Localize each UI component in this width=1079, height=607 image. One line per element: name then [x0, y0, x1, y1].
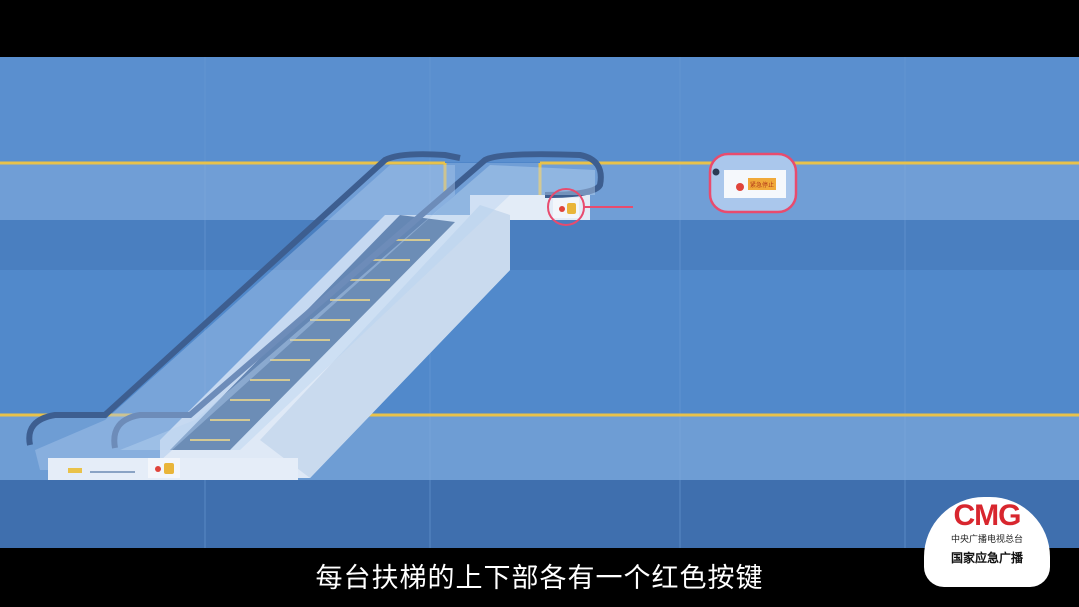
- bottom-letterbox: [0, 548, 1079, 607]
- top-letterbox: [0, 0, 1079, 57]
- lower-landing-plate-icon: [68, 468, 82, 473]
- inner-handrail: [111, 151, 604, 449]
- upper-floor-band: [0, 220, 1079, 270]
- subtitle-caption: 每台扶梯的上下部各有一个红色按键: [315, 563, 764, 594]
- escalator-side-shadow: [260, 205, 510, 478]
- lower-floor: [0, 480, 1079, 548]
- escalator-steps-well: [170, 215, 455, 450]
- outer-handrail: [26, 151, 461, 446]
- cmg-logo: CMG 中央广播电视总台 国家应急广播: [924, 497, 1050, 587]
- upper-stop-button-icon: [559, 206, 565, 212]
- logo-line-1: 中央广播电视总台: [950, 535, 1023, 545]
- lower-stop-button-icon: [155, 466, 161, 472]
- middle-wall: [0, 270, 1079, 415]
- zoom-stop-button-icon: [736, 183, 744, 191]
- outer-glass-panel: [35, 165, 455, 470]
- zoom-label-text: 紧急停止: [750, 181, 774, 189]
- inner-glass-panel: [120, 165, 595, 450]
- zoom-label-plate: [748, 178, 776, 190]
- upper-key-switch-icon: [567, 203, 576, 214]
- lower-key-switch-icon: [164, 463, 174, 474]
- logo-mark: CMG: [953, 499, 1022, 532]
- logo-line-2: 国家应急广播: [950, 551, 1023, 565]
- upper-wall: [0, 57, 1079, 162]
- zoom-indicator-dot: [712, 168, 720, 176]
